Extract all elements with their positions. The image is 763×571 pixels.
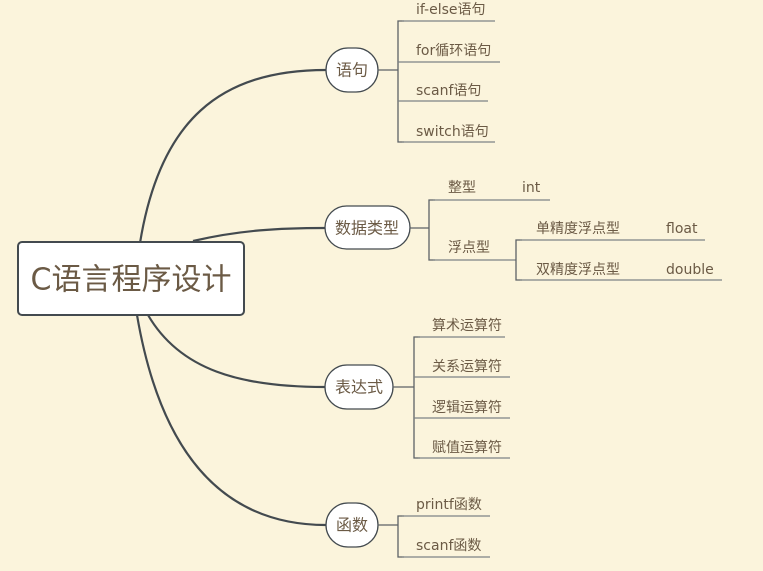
topic-label: 数据类型 <box>335 219 399 238</box>
subtopic[interactable]: printf函数 <box>416 497 482 513</box>
bracket-functions <box>378 515 404 558</box>
subtopic[interactable]: scanf函数 <box>416 538 481 554</box>
subtopic[interactable]: 逻辑运算符 <box>432 400 502 416</box>
subtopic-double-value[interactable]: double <box>666 262 714 278</box>
subtopic[interactable]: scanf语句 <box>416 83 481 99</box>
subtopic-single-value[interactable]: float <box>666 221 698 237</box>
subtopic[interactable]: for循环语句 <box>416 43 491 59</box>
subtopic-double[interactable]: 双精度浮点型 <box>536 262 620 278</box>
subtopic[interactable]: 关系运算符 <box>432 359 502 375</box>
subtopic-single[interactable]: 单精度浮点型 <box>536 221 620 237</box>
root-label: C语言程序设计 <box>31 263 232 298</box>
topic-datatypes[interactable]: 数据类型 <box>324 205 411 250</box>
subtopic[interactable]: switch语句 <box>416 124 489 140</box>
bracket-statements <box>378 20 404 143</box>
topic-label: 表达式 <box>335 378 383 397</box>
connector-datatypes <box>192 226 326 243</box>
bracket-expressions <box>393 336 420 459</box>
topic-functions[interactable]: 函数 <box>325 502 379 548</box>
topic-statements[interactable]: 语句 <box>325 47 379 93</box>
subtopic[interactable]: 算术运算符 <box>432 318 502 334</box>
bracket-datatypes <box>410 199 435 261</box>
subtopic-int-value[interactable]: int <box>522 180 541 196</box>
subtopic[interactable]: 赋值运算符 <box>432 440 502 456</box>
topic-label: 语句 <box>336 61 368 80</box>
topic-label: 函数 <box>336 516 368 535</box>
subtopic-int[interactable]: 整型 <box>448 180 476 196</box>
connector-expressions <box>147 314 326 389</box>
connector-functions <box>135 314 327 527</box>
root-topic[interactable]: C语言程序设计 <box>17 241 245 316</box>
connector-statements <box>138 68 327 244</box>
subtopic-float[interactable]: 浮点型 <box>448 240 490 256</box>
subtopic[interactable]: if-else语句 <box>416 2 486 18</box>
bracket-float <box>515 239 522 281</box>
topic-expressions[interactable]: 表达式 <box>324 364 394 410</box>
